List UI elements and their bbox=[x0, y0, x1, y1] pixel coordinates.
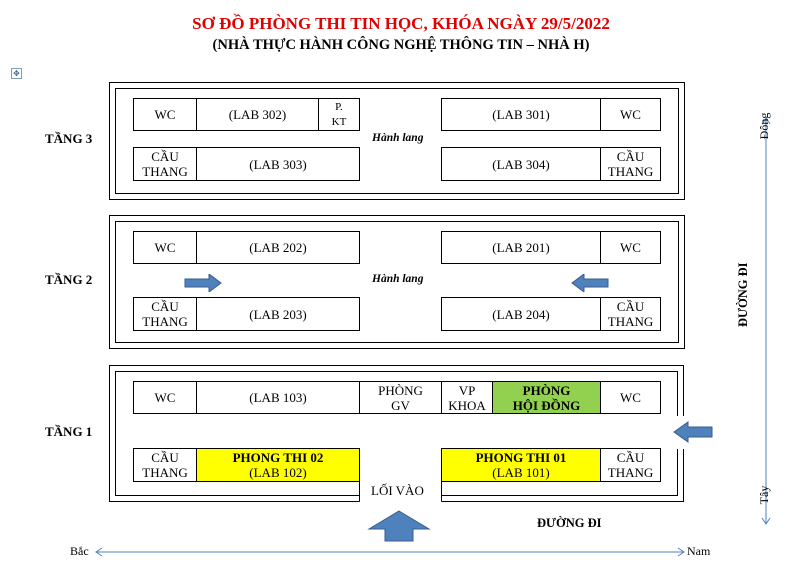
f3-stairs-right: CẦU THANG bbox=[600, 147, 661, 181]
f3-lab-303: (LAB 303) bbox=[196, 147, 360, 181]
f3-lab-301: (LAB 301) bbox=[441, 98, 601, 131]
f1-lab-103: (LAB 103) bbox=[196, 381, 360, 414]
f2-wc-right: WC bbox=[600, 231, 661, 264]
f2-arrow-left-icon bbox=[571, 274, 609, 292]
move-handle-icon[interactable]: ✥ bbox=[11, 68, 22, 79]
f1-stairs-left: CẦU THANG bbox=[133, 448, 197, 482]
f1-council-room: PHÒNG HỘI ĐỒNG bbox=[492, 381, 601, 414]
f1-exam-room-02: PHONG THI 02 (LAB 102) bbox=[196, 448, 360, 482]
f3-lab-302: (LAB 302) bbox=[196, 98, 319, 131]
f1-wc-right: WC bbox=[600, 381, 661, 414]
road-bottom-label: ĐƯỜNG ĐI bbox=[537, 516, 602, 530]
page-subtitle: (NHÀ THỰC HÀNH CÔNG NGHỆ THÔNG TIN – NHÀ… bbox=[212, 37, 590, 53]
f2-stairs-right: CẦU THANG bbox=[600, 297, 661, 331]
floor-1-label: TẦNG 1 bbox=[45, 424, 93, 439]
compass-west-label: Tây bbox=[757, 485, 771, 505]
side-entry-arrow-left-icon bbox=[673, 421, 713, 443]
road-vertical-label: ĐƯỜNG ĐI bbox=[736, 262, 750, 327]
f2-arrow-right-icon bbox=[184, 274, 222, 292]
floor-3-inner bbox=[115, 88, 679, 194]
north-south-axis bbox=[95, 547, 685, 557]
floor-2-outer bbox=[109, 215, 685, 349]
f1-exam-room-01: PHONG THI 01 (LAB 101) bbox=[441, 448, 601, 482]
f1-wc-left: WC bbox=[133, 381, 197, 414]
entrance-arrow-up-icon bbox=[367, 510, 431, 542]
compass-north-label: Bắc bbox=[70, 544, 89, 558]
f3-wc-right: WC bbox=[600, 98, 661, 131]
f3-wc-left: WC bbox=[133, 98, 197, 131]
compass-east-label: Đông bbox=[757, 112, 771, 140]
page-title: SƠ ĐỒ PHÒNG THI TIN HỌC, KHÓA NGÀY 29/5/… bbox=[192, 14, 610, 33]
f1-entrance-label: LỐI VÀO bbox=[371, 483, 424, 498]
f2-lab-204: (LAB 204) bbox=[441, 297, 601, 331]
f1-stairs-right: CẦU THANG bbox=[600, 448, 661, 482]
f2-corridor-label: Hành lang bbox=[372, 273, 424, 285]
floor-3-label: TẦNG 3 bbox=[45, 131, 93, 146]
floor-2-label: TẦNG 2 bbox=[45, 272, 93, 287]
f3-lab-304: (LAB 304) bbox=[441, 147, 601, 181]
f2-lab-202: (LAB 202) bbox=[196, 231, 360, 264]
floor-2-inner bbox=[115, 221, 679, 343]
f3-stairs-left: CẦU THANG bbox=[133, 147, 197, 181]
f1-vp-khoa: VP KHOA bbox=[441, 381, 493, 414]
f2-wc-left: WC bbox=[133, 231, 197, 264]
f3-p-kt: P. KT bbox=[318, 98, 360, 131]
east-west-axis bbox=[761, 117, 771, 525]
f2-lab-201: (LAB 201) bbox=[441, 231, 601, 264]
compass-south-label: Nam bbox=[687, 544, 711, 558]
f2-lab-203: (LAB 203) bbox=[196, 297, 360, 331]
floor-3-outer bbox=[109, 82, 685, 200]
f1-phong-gv: PHÒNG GV bbox=[359, 381, 442, 414]
f2-stairs-left: CẦU THANG bbox=[133, 297, 197, 331]
f3-corridor-label: Hành lang bbox=[372, 132, 424, 144]
floor-1-walls bbox=[109, 365, 684, 502]
